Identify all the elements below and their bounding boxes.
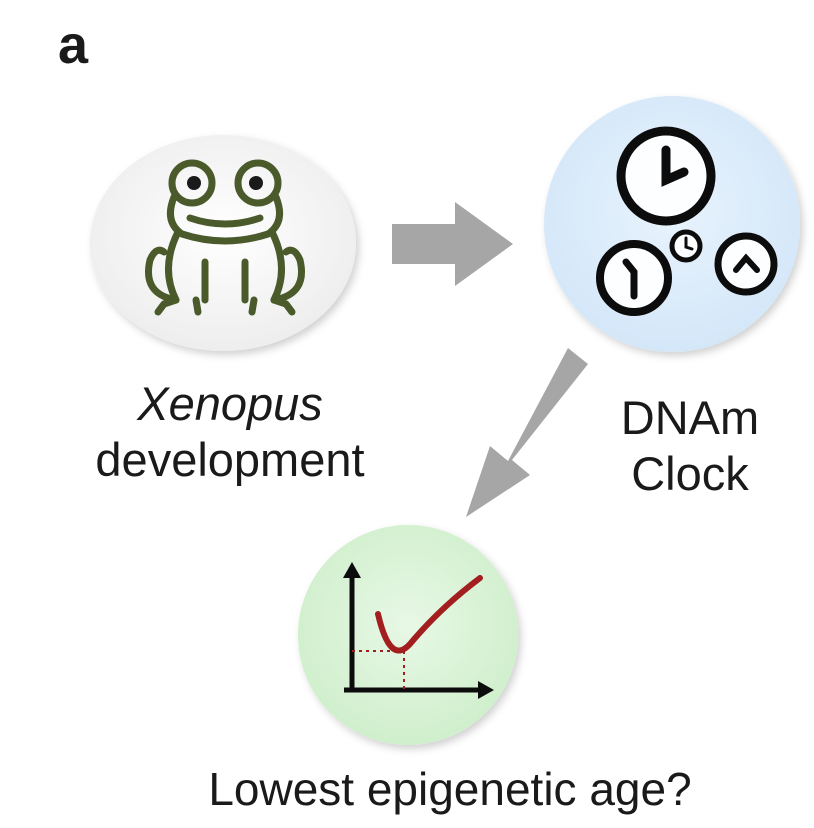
clock-node bbox=[544, 96, 800, 352]
result-node bbox=[298, 525, 518, 745]
result-label: Lowest epigenetic age? bbox=[208, 763, 692, 815]
panel-letter: a bbox=[58, 15, 89, 75]
age-curve-icon bbox=[343, 562, 494, 699]
clock-label-line1: DNAm bbox=[620, 391, 760, 444]
clocks-icon bbox=[596, 126, 778, 316]
development-label-line2: development bbox=[95, 433, 365, 487]
result-node-bg bbox=[298, 525, 518, 745]
arrow-to-clock bbox=[392, 202, 513, 286]
development-label-line1: Xenopus bbox=[137, 377, 323, 430]
frog-icon bbox=[145, 159, 305, 316]
arrow-to-result bbox=[466, 348, 588, 517]
development-label: Xenopus development bbox=[40, 376, 420, 489]
clock-label-line2: Clock bbox=[631, 447, 749, 501]
clock-label: DNAm Clock bbox=[575, 390, 805, 503]
development-node bbox=[90, 135, 356, 351]
